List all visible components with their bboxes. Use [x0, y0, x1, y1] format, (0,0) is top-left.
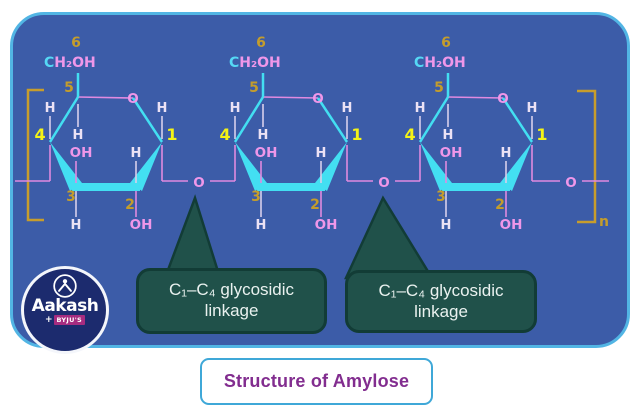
aakash-emblem-icon — [53, 274, 77, 298]
aakash-byjus-logo: Aakash + BYJU'S — [21, 266, 109, 354]
caption-box: Structure of Amylose — [200, 358, 433, 405]
callout-line2: linkage — [414, 301, 468, 321]
byjus-row: + BYJU'S — [44, 315, 86, 325]
aakash-wordmark: Aakash — [31, 296, 99, 316]
callout-line1: C₁–C₄ glycosidic — [168, 280, 295, 300]
caption-text: Structure of Amylose — [223, 371, 410, 391]
plus-sign: + — [44, 315, 53, 325]
glycosidic-linkage-callout-1: C₁–C₄ glycosidic linkage — [136, 268, 327, 334]
callout-line2: linkage — [204, 301, 259, 320]
callout-line1: C₁–C₄ glycosidic — [378, 280, 504, 300]
byjus-badge: BYJU'S — [53, 315, 86, 325]
glycosidic-linkage-callout-2: C₁–C₄ glycosidic linkage — [345, 270, 537, 333]
